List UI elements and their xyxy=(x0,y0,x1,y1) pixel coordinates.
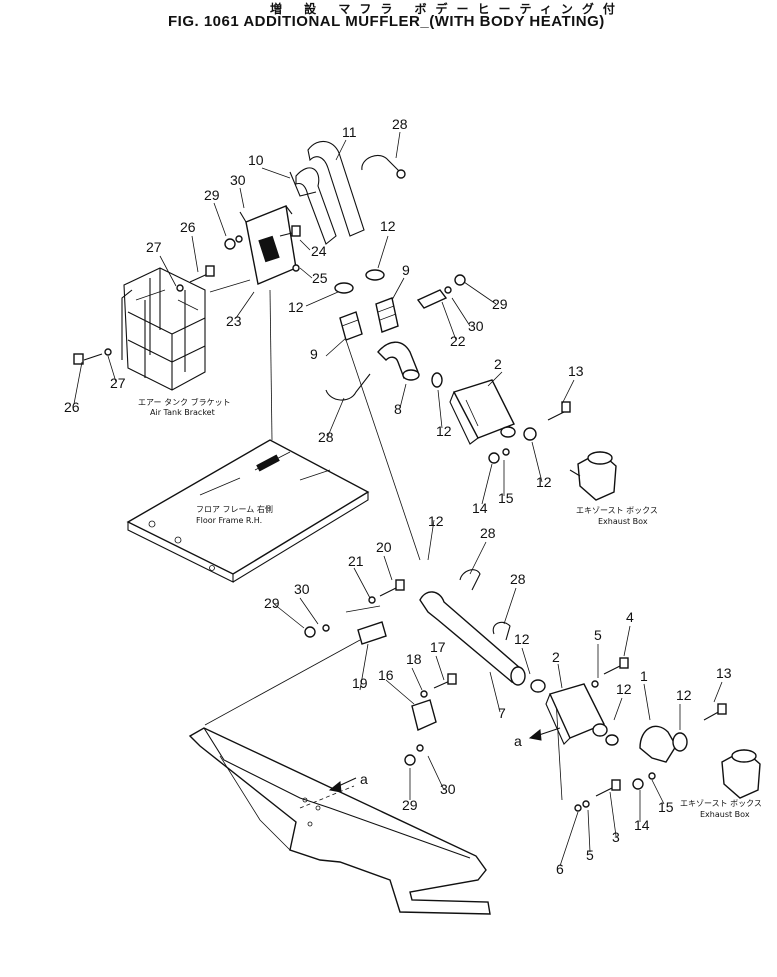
floor-frame-plate xyxy=(126,439,370,583)
callout-9: 9 xyxy=(402,262,410,278)
callout-17: 17 xyxy=(430,639,446,655)
callout-30: 30 xyxy=(294,581,310,597)
lower-pipe xyxy=(419,591,526,686)
callout-28: 28 xyxy=(480,525,496,541)
leader-lines xyxy=(204,279,563,801)
exhaust-box-upper-caption: Exhaust Box xyxy=(598,517,648,526)
upper-mounting-bracket xyxy=(239,205,297,285)
callout-6: 6 xyxy=(556,861,564,877)
exhaust-box-lower xyxy=(721,749,761,799)
callout-12: 12 xyxy=(380,218,396,234)
callout-10: 10 xyxy=(248,152,264,168)
callout-12: 12 xyxy=(676,687,692,703)
pipe-adapters xyxy=(339,297,399,341)
callout-21: 21 xyxy=(348,553,364,569)
callout-12: 12 xyxy=(536,474,552,490)
callout-23: 23 xyxy=(226,313,242,329)
muffler-lower xyxy=(530,679,619,746)
u-bolt-clamp-mid xyxy=(325,373,371,401)
air-tank-bracket-caption-jp: エアー タンク ブラケット xyxy=(138,397,231,407)
callout-24: 24 xyxy=(311,243,327,259)
elbow-lower xyxy=(639,725,688,763)
callout-13: 13 xyxy=(716,665,732,681)
callout-30: 30 xyxy=(468,318,484,334)
callout-26: 26 xyxy=(180,219,196,235)
arrow-label-a: a xyxy=(514,733,522,749)
callout-5: 5 xyxy=(586,847,594,863)
air-tank-bracket xyxy=(121,267,206,391)
callout-12: 12 xyxy=(616,681,632,697)
callout-leaders xyxy=(73,131,723,867)
callout-29: 29 xyxy=(264,595,280,611)
lower-frame-rail xyxy=(188,727,491,915)
callout-18: 18 xyxy=(406,651,422,667)
callout-12: 12 xyxy=(514,631,530,647)
callout-9: 9 xyxy=(310,346,318,362)
callout-25: 25 xyxy=(312,270,328,286)
lower-brackets xyxy=(345,605,437,731)
bolts-lower xyxy=(304,569,727,812)
callout-1: 1 xyxy=(640,668,648,684)
elbow-pipe xyxy=(377,341,420,381)
floor-frame-caption: Floor Frame R.H. xyxy=(196,516,262,525)
callout-20: 20 xyxy=(376,539,392,555)
direction-arrows xyxy=(328,727,561,793)
bolts-upper xyxy=(73,225,571,464)
muffler-upper xyxy=(431,372,537,445)
callout-11: 11 xyxy=(342,124,357,140)
callout-15: 15 xyxy=(498,490,514,506)
callout-19: 19 xyxy=(352,675,368,691)
callout-22: 22 xyxy=(450,333,466,349)
exhaust-box-upper xyxy=(569,451,617,501)
callout-15: 15 xyxy=(658,799,674,815)
callout-2: 2 xyxy=(552,649,560,665)
callout-5: 5 xyxy=(594,627,602,643)
callout-7: 7 xyxy=(498,705,506,721)
callout-12: 12 xyxy=(288,299,304,315)
callout-2: 2 xyxy=(494,356,502,372)
callout-14: 14 xyxy=(472,500,488,516)
callout-28: 28 xyxy=(392,116,408,132)
callout-29: 29 xyxy=(492,296,508,312)
callout-29: 29 xyxy=(204,187,220,203)
upper-pipes xyxy=(289,140,385,294)
callout-4: 4 xyxy=(626,609,634,625)
callout-28: 28 xyxy=(510,571,526,587)
callout-28: 28 xyxy=(318,429,334,445)
callout-29: 29 xyxy=(402,797,418,813)
callout-27: 27 xyxy=(110,375,126,391)
callout-numbers: 11 28 10 30 29 26 27 24 12 25 9 29 23 12… xyxy=(64,116,732,877)
callout-8: 8 xyxy=(394,401,402,417)
callout-30: 30 xyxy=(230,172,246,188)
callout-27: 27 xyxy=(146,239,162,255)
u-bolt-clamp-top xyxy=(361,155,406,179)
callout-13: 13 xyxy=(568,363,584,379)
callout-26: 26 xyxy=(64,399,80,415)
figure-title: FIG. 1061 ADDITIONAL MUFFLER_(WITH BODY … xyxy=(168,13,605,30)
exhaust-box-lower-caption-jp: エキゾースト ボックス xyxy=(680,799,762,808)
arrow-label-a: a xyxy=(360,771,368,787)
callout-12: 12 xyxy=(436,423,452,439)
callout-3: 3 xyxy=(612,829,620,845)
callout-30: 30 xyxy=(440,781,456,797)
exhaust-box-upper-caption-jp: エキゾースト ボックス xyxy=(576,506,658,515)
figure-title-japanese: 増 設 マフラ ボデーヒーティング付 xyxy=(270,2,624,16)
callout-14: 14 xyxy=(634,817,650,833)
small-bracket xyxy=(416,289,448,309)
callout-16: 16 xyxy=(378,667,394,683)
callout-12: 12 xyxy=(428,513,444,529)
air-tank-bracket-caption: Air Tank Bracket xyxy=(150,408,215,417)
exhaust-box-lower-caption: Exhaust Box xyxy=(700,810,750,819)
floor-frame-caption-jp: フロア フレーム 右側 xyxy=(196,504,273,514)
